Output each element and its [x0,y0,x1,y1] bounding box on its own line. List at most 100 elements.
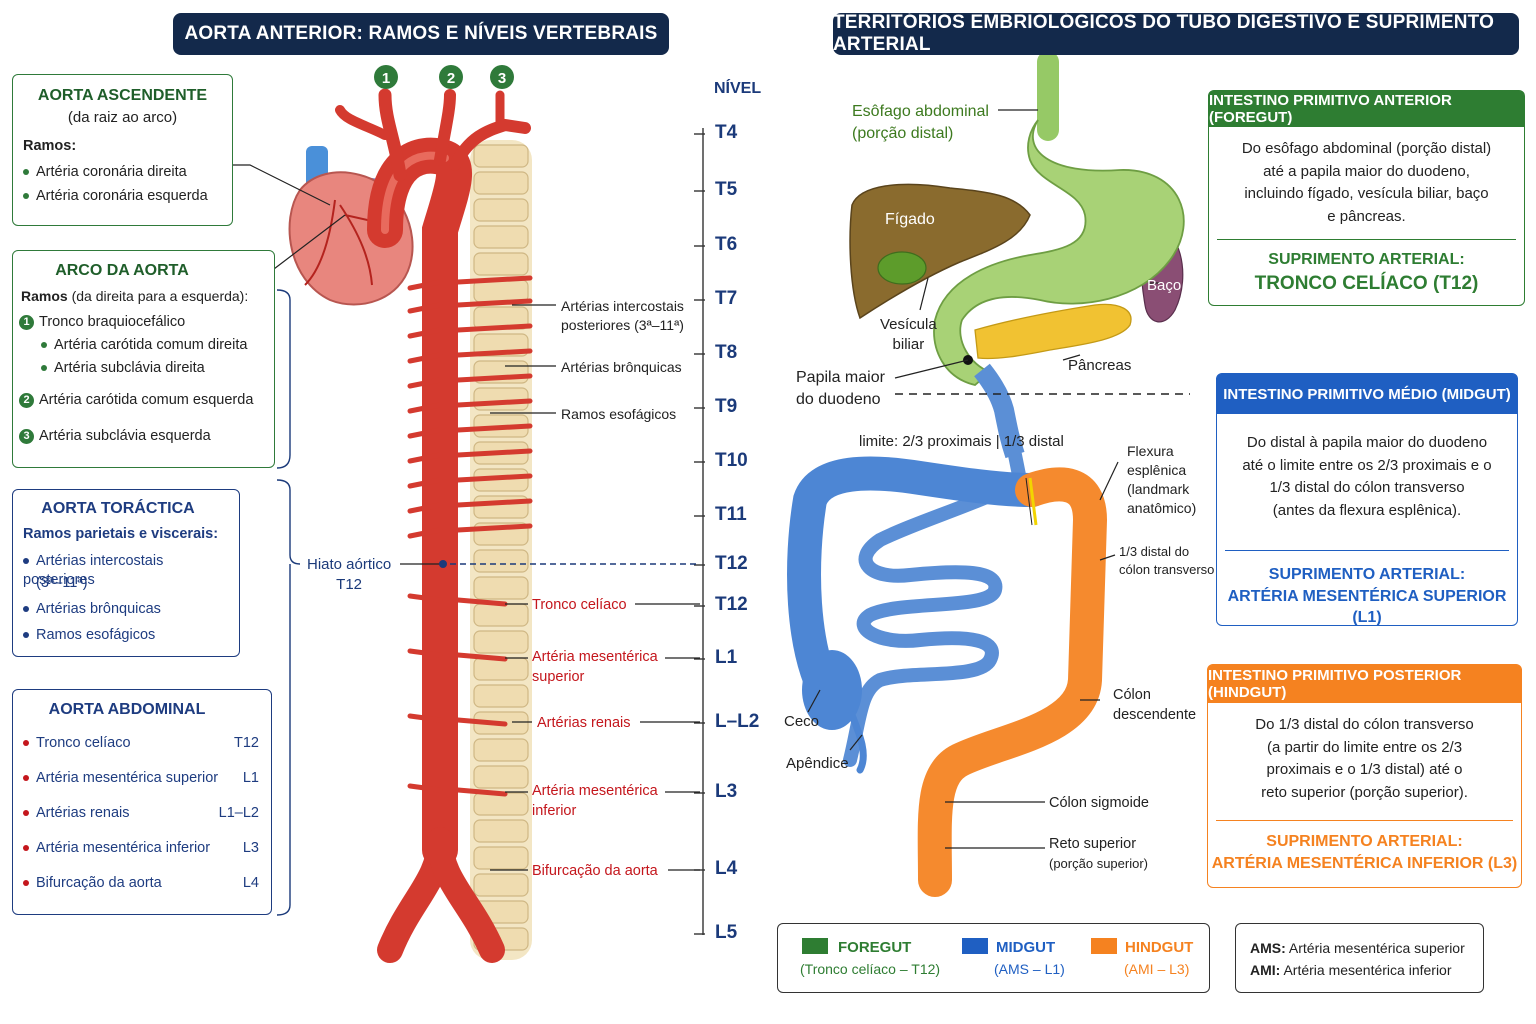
intercostal-branch-left [455,523,533,533]
vertebra [473,765,529,789]
abd-title: AORTA ABDOMINAL [48,701,206,718]
cecum [802,650,862,730]
intercostal-branch-right [407,402,443,414]
renal-branch [407,713,508,727]
vertebra [473,603,529,627]
vertebra [473,657,529,681]
abd-row-level: L3 [242,840,259,856]
legend-hindgut-note: (AMI – L3) [1124,961,1190,977]
asc-title: AORTA ASCENDENTE [37,87,208,104]
ascending-transverse-colon [787,456,1049,717]
intercostal-branch-left [455,348,533,358]
intercostal-branch-left [455,275,533,285]
gallbladder [877,251,927,285]
box-hindgut: INTESTINO PRIMITIVO POSTERIOR (HINDGUT) … [1207,664,1522,888]
vertebra [473,630,529,654]
intercostal-branch-right [407,377,443,389]
midgut-head: INTESTINO PRIMITIVO MÉDIO (MIDGUT) [1217,374,1517,414]
label-sigmoide: Cólon sigmoide [1049,795,1149,811]
thor-item-2: Artérias brônquicas [23,600,161,619]
box-aorta-toracica: AORTA TORÁCTICA Ramos parietais e viscer… [12,489,240,657]
svg-text:3: 3 [498,70,506,87]
box-aorta-ascendente: AORTA ASCENDENTE (da raiz ao arco) Ramos… [12,74,233,226]
abbr-ami: AMI: Artéria mesentérica inferior [1250,962,1452,978]
vertebra [473,792,529,816]
arch-branch-1a: Artéria carótida comum direita [41,336,247,355]
stomach [933,119,1185,386]
digestive-tract-illustration [787,55,1190,897]
legend-midgut: MIDGUT [996,939,1056,956]
level-label: T8 [715,342,738,363]
intercostal-branch-right [407,427,443,439]
section-brackets [276,289,301,916]
label-ceco: Ceco [784,713,820,730]
vertebra [473,198,529,222]
arch-branch-markers: 1 2 3 [374,65,514,89]
intercostal-branch-left [455,323,533,333]
vertebral-column [470,140,532,960]
intercostal-branch-right [407,279,443,291]
level-label: T9 [715,396,738,417]
legend-foregut-note: (Tronco celíaco – T12) [800,961,941,977]
level-label: T12 [715,594,748,615]
level-label: T6 [715,234,738,255]
level-label: L5 [715,922,738,943]
pancreas [974,303,1132,360]
level-label: T7 [715,288,738,309]
legend: FOREGUT (Tronco celíaco – T12) MIDGUT (A… [777,923,1210,993]
label-tronco-celiaco: Tronco celíaco [532,597,627,613]
box-foregut: INTESTINO PRIMITIVO ANTERIOR (FOREGUT) D… [1208,90,1525,306]
abd-row-level: L1 [242,770,259,786]
label-bronquicas: Artérias brônquicas [561,359,682,375]
intercostal-branch-left [455,298,533,308]
intercostal-branch-left [455,473,533,483]
vertebra [473,252,529,276]
appendix [848,711,867,774]
thor-item-3: Ramos esofágicos [23,626,155,645]
label-esofagicos: Ramos esofágicos [561,406,677,422]
abd-row-level: L4 [242,875,259,891]
intercostal-branch-left [455,423,533,433]
label-figado: Fígado [885,211,935,228]
label-bifurcacao: Bifurcação da aorta [532,863,658,879]
label-apendice: Apêndice [786,755,849,772]
abbreviations: AMS: Artéria mesentérica superior AMI: A… [1235,923,1484,993]
asc-ramos: Ramos: [23,138,77,154]
label-reto: Reto superior(porção superior) [1049,836,1148,871]
intercostal-branch-left [455,498,533,508]
vertebra [473,171,529,195]
arch-title: ARCO DA AORTA [55,262,189,279]
box-arco-aorta: ARCO DA AORTA Ramos (da direita para a e… [12,250,275,468]
abd-row-name: Tronco celíaco [23,734,131,753]
left-title: AORTA ANTERIOR: RAMOS E NÍVEIS VERTEBRAI… [173,13,669,55]
intercostal-branch-right [407,502,443,514]
celiac-trunk-branch [407,593,508,607]
hindgut-supply: SUPRIMENTO ARTERIAL:ARTÉRIA MESENTÉRICA … [1211,833,1518,872]
level-label: T11 [715,504,747,525]
level-label: L1 [715,647,738,668]
svg-text:2: 2 [447,70,455,87]
thor-subtitle: Ramos parietais e viscerais: [23,526,219,542]
asc-item-2: Artéria coronária esquerda [23,187,208,206]
abd-row-name: Artérias renais [23,804,129,823]
hindgut-colon [917,467,1108,897]
vertebra [473,738,529,762]
intercostal-branch-left [455,373,533,383]
intercostal-branch-right [407,327,443,339]
label-limite: limite: 2/3 proximais | 1/3 distal [859,433,1064,450]
label-baco: Baço [1147,277,1182,294]
legend-midgut-note: (AMS – L1) [994,961,1065,977]
midgut-supply: SUPRIMENTO ARTERIAL:ARTÉRIA MESENTÉRICA … [1227,566,1507,627]
level-label: T5 [715,179,738,200]
level-label: L3 [715,781,738,802]
label-pancreas: Pâncreas [1068,357,1132,374]
right-title: TERRITÓRIOS EMBRIOLÓGICOS DO TUBO DIGEST… [833,12,1519,55]
arch-intro: Ramos (da direita para a esquerda): [21,288,249,304]
aorta [335,88,533,963]
abd-row-name: Artéria mesentérica superior [23,769,218,788]
